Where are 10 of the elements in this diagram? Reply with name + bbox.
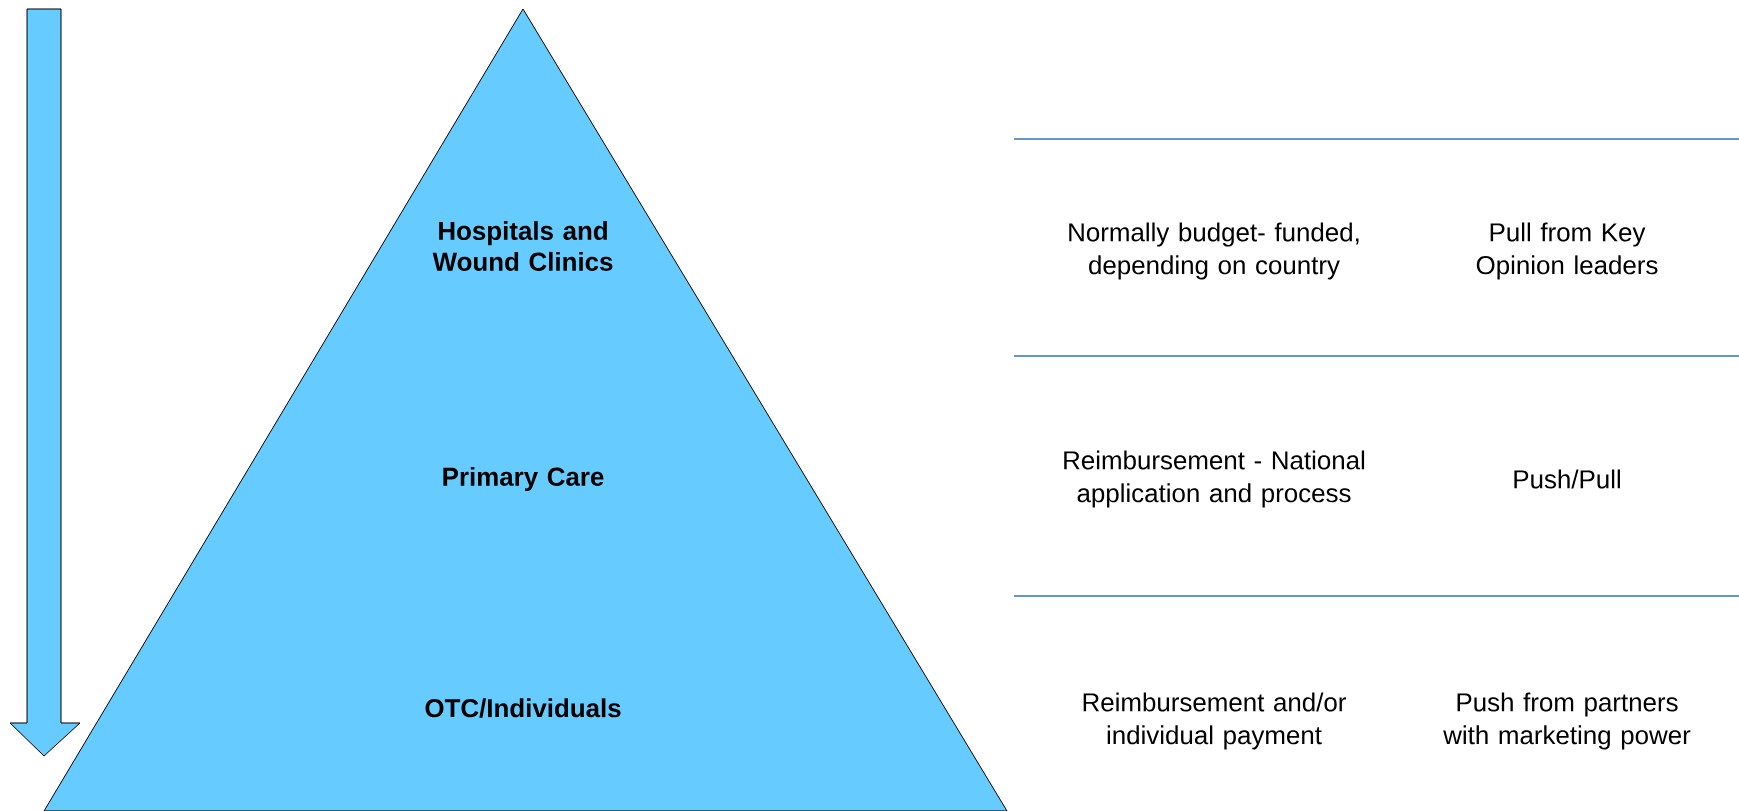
table-cell: Normally budget- funded, depending on country bbox=[1069, 222, 1359, 280]
table-cell: Reimbursement and/or individual payment bbox=[1083, 692, 1346, 750]
node-label: Primary Care bbox=[443, 466, 604, 492]
table-cell: Push/Pull bbox=[1514, 469, 1620, 489]
table-cell: Push from partners with marketing power bbox=[1443, 692, 1691, 750]
node-label: Hospitals and Wound Clinics bbox=[432, 221, 613, 271]
table-cell: Pull from Key Opinion leaders bbox=[1476, 222, 1658, 280]
pyramid: Hospitals and Wound Clinics Primary Care OTC/Individuals bbox=[43, 8, 1008, 811]
table-cell: Reimbursement - National application and process bbox=[1064, 450, 1365, 508]
node-label: OTC/Individuals bbox=[425, 698, 621, 718]
